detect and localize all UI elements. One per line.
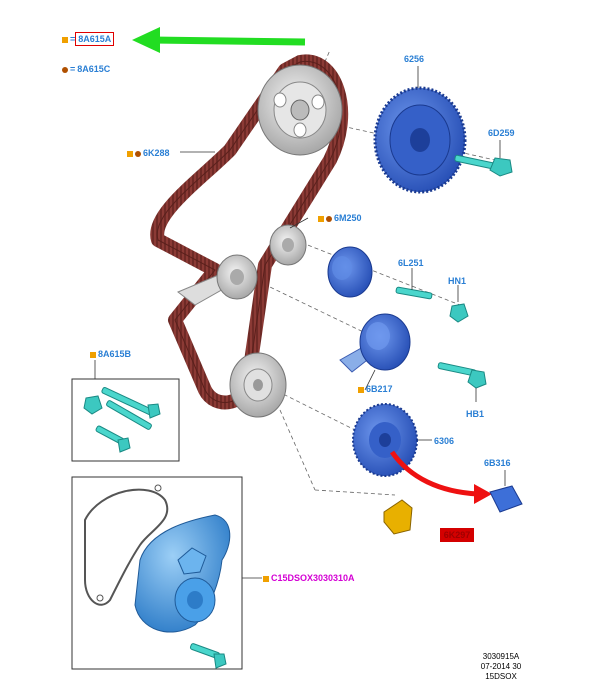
part-label-6M250[interactable]: 6M250	[318, 213, 362, 224]
part-label-6B217[interactable]: 6B217	[358, 384, 393, 395]
bolt-6D259	[454, 154, 513, 177]
part-label-8A615B[interactable]: 8A615B	[90, 349, 131, 360]
diagram-footer: 3030915A 07-2014 30 15DSOX	[470, 652, 532, 682]
square-marker-icon	[318, 215, 324, 222]
part-label-6306[interactable]: 6306	[434, 436, 455, 446]
sensor-6K297	[383, 499, 413, 535]
key-6B316	[489, 485, 523, 513]
bolt-HB1	[437, 362, 487, 389]
legend-dot: =8A615C	[62, 64, 110, 75]
camshaft-pulley	[257, 64, 343, 156]
kit-bolts	[83, 387, 161, 453]
legend-square-ref[interactable]: 8A615A	[75, 32, 115, 46]
footer-date: 07-2014 30	[480, 662, 522, 671]
square-marker-icon	[62, 36, 68, 43]
tensioner-6B217	[339, 313, 411, 373]
crank-sprocket-6306	[352, 403, 418, 477]
part-label-6L251[interactable]: 6L251	[398, 258, 424, 268]
nut-HN1	[449, 303, 469, 323]
pump-box	[71, 476, 243, 670]
green-arrow	[132, 27, 306, 53]
water-pump-gasket	[84, 484, 169, 606]
square-marker-icon	[90, 351, 96, 358]
dot-marker-icon	[326, 215, 332, 222]
legend-square: =8A615A	[62, 32, 115, 46]
square-marker-icon	[127, 150, 133, 157]
leader-lines	[180, 66, 506, 486]
dot-marker-icon	[135, 150, 141, 157]
red-arrow	[389, 450, 492, 504]
dot-marker-icon	[62, 66, 68, 73]
part-label-6256[interactable]: 6256	[404, 54, 425, 64]
bolt-6L251	[395, 286, 433, 300]
pump-bolt	[189, 643, 227, 669]
part-label-6B316[interactable]: 6B316	[484, 458, 511, 468]
idler-pulley	[269, 224, 307, 266]
part-label-6K288[interactable]: 6K288	[127, 148, 170, 159]
water-pump	[134, 514, 231, 633]
kit-box-8A615B	[71, 378, 180, 462]
part-label-6D259[interactable]: 6D259	[488, 128, 515, 138]
square-marker-icon	[263, 575, 269, 582]
footer-engine: 15DSOX	[485, 672, 517, 681]
cam-sprocket-6256	[373, 86, 467, 194]
roller-6M250	[327, 246, 373, 298]
footer-code: 3030915A	[482, 652, 520, 661]
square-marker-icon	[358, 386, 364, 393]
legend-dot-ref[interactable]: 8A615C	[77, 64, 111, 74]
crank-pulley	[229, 352, 287, 418]
part-label-6K297[interactable]: 6K297	[440, 528, 474, 542]
tensioner-grey	[177, 254, 258, 306]
part-label-C15DSOX3030310A[interactable]: C15DSOX3030310A	[263, 573, 355, 584]
part-label-HN1[interactable]: HN1	[448, 276, 467, 286]
part-label-HB1[interactable]: HB1	[466, 409, 485, 419]
